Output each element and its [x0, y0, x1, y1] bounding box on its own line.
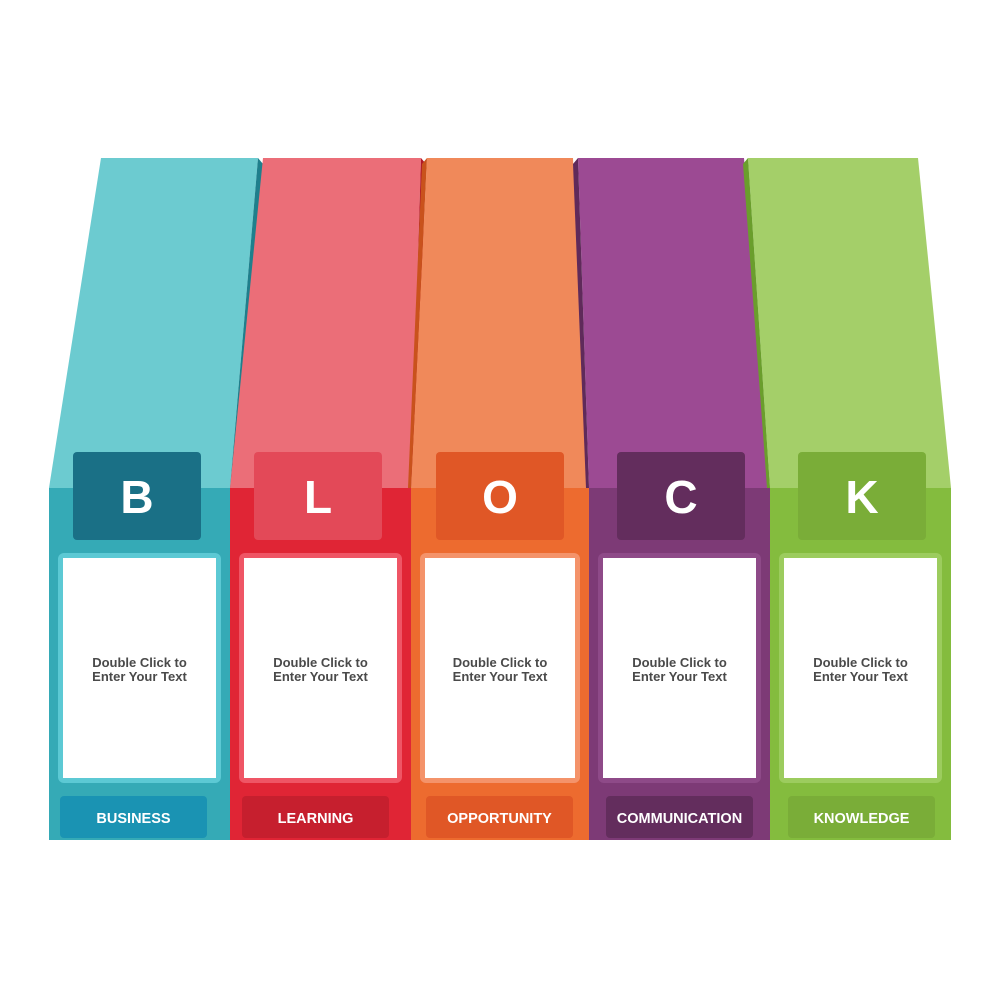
text-card[interactable] — [784, 558, 937, 778]
block-side-shade — [573, 158, 589, 488]
block-top-face — [49, 158, 258, 488]
letter: L — [304, 471, 332, 523]
letter-box — [798, 452, 926, 540]
text-placeholder-line1[interactable]: Double Click to — [273, 655, 368, 670]
block-top-face — [411, 158, 589, 488]
text-placeholder-line1[interactable]: Double Click to — [813, 655, 908, 670]
text-placeholder-line2[interactable]: Enter Your Text — [813, 669, 908, 684]
label-communication: COMMUNICATION — [617, 811, 742, 827]
text-placeholder-line1[interactable]: Double Click to — [92, 655, 187, 670]
text-placeholder-line2[interactable]: Enter Your Text — [92, 669, 187, 684]
label-bar — [242, 796, 389, 838]
text-card[interactable] — [244, 558, 397, 778]
text-card[interactable] — [425, 558, 575, 778]
block-side-shade — [408, 158, 427, 488]
text-placeholder-line2[interactable]: Enter Your Text — [273, 669, 368, 684]
letter: C — [664, 471, 697, 523]
letter-box — [73, 452, 201, 540]
text-placeholder-line1[interactable]: Double Click to — [453, 655, 548, 670]
label-bar — [788, 796, 935, 838]
block-top-face — [578, 158, 770, 488]
block-top-face — [748, 158, 951, 488]
letter: K — [845, 471, 878, 523]
text-card[interactable] — [603, 558, 756, 778]
label-bar — [60, 796, 207, 838]
block-top-face — [230, 158, 421, 488]
label-knowledge: KNOWLEDGE — [814, 811, 910, 827]
text-card[interactable] — [63, 558, 216, 778]
letter-box — [617, 452, 745, 540]
text-placeholder-line2[interactable]: Enter Your Text — [453, 669, 548, 684]
letter-box — [254, 452, 382, 540]
label-learning: LEARNING — [278, 811, 354, 827]
label-bar — [426, 796, 573, 838]
label-bar — [606, 796, 753, 838]
letter-box — [436, 452, 564, 540]
letter: O — [482, 471, 518, 523]
text-placeholder-line1[interactable]: Double Click to — [632, 655, 727, 670]
block-side-shade — [743, 158, 770, 488]
label-opportunity: OPPORTUNITY — [447, 811, 552, 827]
text-placeholder-line2[interactable]: Enter Your Text — [632, 669, 727, 684]
label-business: BUSINESS — [96, 811, 170, 827]
letter: B — [120, 471, 153, 523]
